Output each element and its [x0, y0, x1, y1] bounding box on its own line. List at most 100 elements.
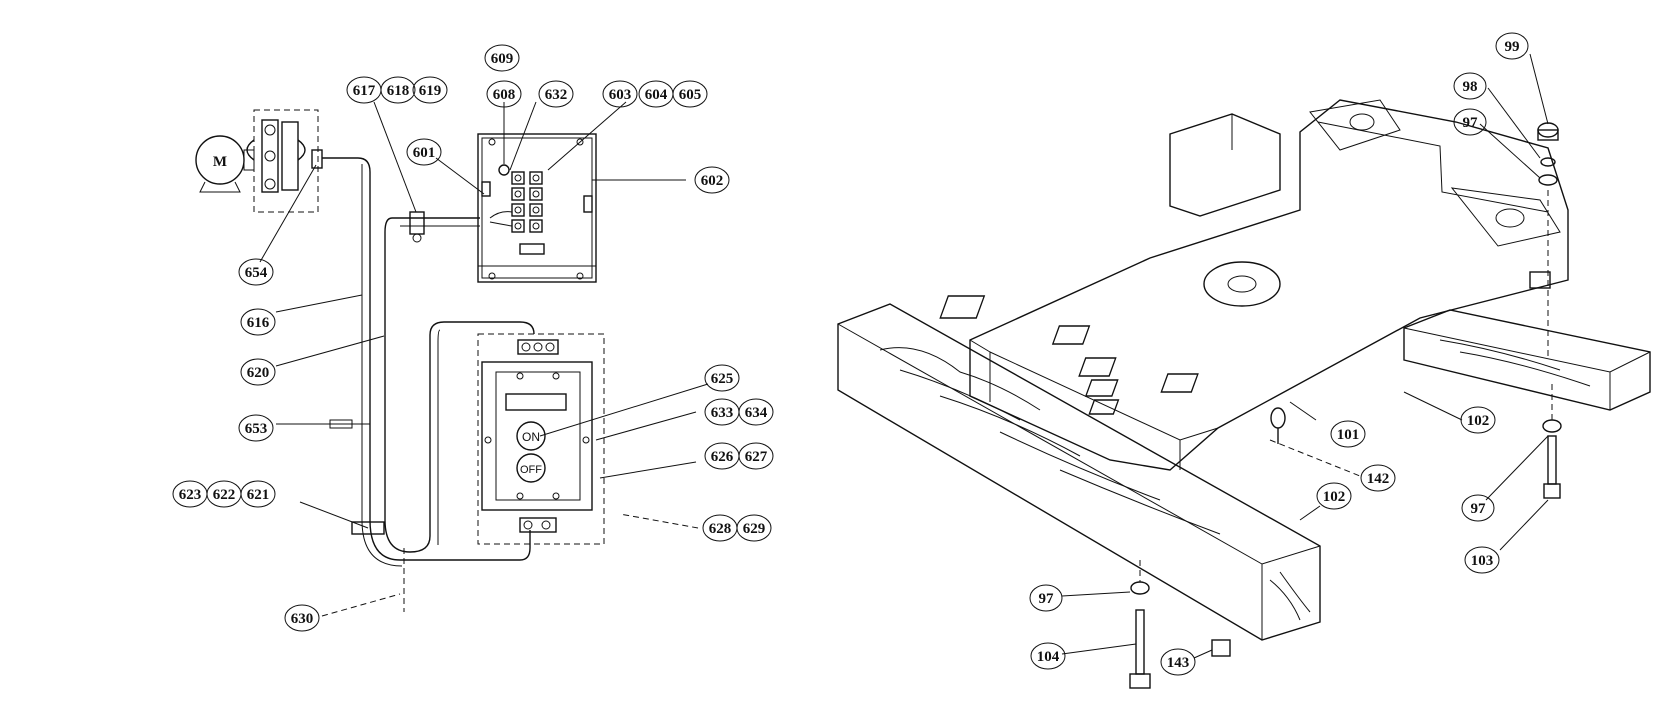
- switch-off-button: [516, 453, 546, 483]
- svg-text:98: 98: [1463, 79, 1478, 95]
- right-wooden-block: [1403, 309, 1651, 411]
- svg-text:620: 620: [247, 365, 270, 381]
- callout-630: 630: [284, 604, 320, 632]
- svg-text:99: 99: [1505, 39, 1520, 55]
- svg-text:617: 617: [353, 83, 376, 99]
- callout-605: 605: [672, 80, 708, 108]
- motor-label: M: [213, 154, 227, 170]
- svg-text:633: 633: [711, 405, 734, 421]
- washer-97: [1538, 174, 1558, 186]
- svg-text:626: 626: [711, 449, 734, 465]
- cable-clamp: [409, 211, 425, 235]
- bed-plate-center-hole: [1203, 261, 1281, 307]
- svg-text:602: 602: [701, 173, 724, 189]
- wiring-diagram: M: [172, 44, 774, 632]
- right-leader-lines: [1061, 53, 1549, 659]
- svg-text:103: 103: [1471, 553, 1494, 569]
- callout-616: 616: [240, 308, 276, 336]
- svg-text:629: 629: [743, 521, 766, 537]
- callout-608: 608: [486, 80, 522, 108]
- callout-618: 618: [380, 76, 416, 104]
- leader-lines: [259, 101, 709, 617]
- svg-text:603: 603: [609, 87, 632, 103]
- svg-text:608: 608: [493, 87, 516, 103]
- svg-text:625: 625: [711, 371, 734, 387]
- svg-text:601: 601: [413, 145, 436, 161]
- callout-625: 625: [704, 364, 740, 392]
- svg-text:104: 104: [1037, 649, 1060, 665]
- washer-97-lower: [1542, 419, 1562, 433]
- callout-142: 142: [1360, 464, 1396, 492]
- callout-97-top: 97: [1453, 108, 1487, 136]
- callout-621: 621: [240, 480, 276, 508]
- bed-plate-diagram: 99 98 97 101 142 102 102 97 103 97 104 1…: [837, 32, 1651, 689]
- callout-102-right: 102: [1460, 406, 1496, 434]
- callout-102-front: 102: [1316, 482, 1352, 510]
- svg-text:618: 618: [387, 83, 410, 99]
- svg-text:142: 142: [1367, 471, 1390, 487]
- washer-97-front: [1130, 581, 1150, 595]
- svg-text:97: 97: [1039, 591, 1055, 607]
- svg-text:632: 632: [545, 87, 568, 103]
- callout-602: 602: [694, 166, 730, 194]
- cable-620: [384, 217, 411, 553]
- svg-text:634: 634: [745, 405, 768, 421]
- svg-text:97: 97: [1471, 501, 1487, 517]
- callout-99: 99: [1495, 32, 1529, 60]
- spring-washer-98: [1540, 157, 1556, 167]
- rear-wooden-block: [1169, 113, 1281, 217]
- svg-text:604: 604: [645, 87, 668, 103]
- switch-on-button: [516, 421, 546, 451]
- svg-text:653: 653: [245, 421, 268, 437]
- svg-text:101: 101: [1337, 427, 1360, 443]
- callout-654: 654: [238, 258, 274, 286]
- bolt-103: [1547, 435, 1557, 485]
- callout-627: 627: [738, 442, 774, 470]
- callout-653: 653: [238, 414, 274, 442]
- callout-98: 98: [1453, 72, 1487, 100]
- callout-103: 103: [1464, 546, 1500, 574]
- switch-panel: ON OFF: [477, 333, 605, 545]
- svg-text:621: 621: [247, 487, 270, 503]
- svg-text:628: 628: [709, 521, 732, 537]
- svg-text:102: 102: [1323, 489, 1346, 505]
- cable-clamp-lower: [351, 521, 385, 535]
- svg-text:102: 102: [1467, 413, 1490, 429]
- bolt-104: [1135, 609, 1145, 675]
- svg-text:619: 619: [419, 83, 442, 99]
- pin-101: [1270, 407, 1286, 429]
- callout-632: 632: [538, 80, 574, 108]
- switch-off-label: OFF: [520, 464, 542, 476]
- svg-text:616: 616: [247, 315, 270, 331]
- junction-box: [477, 133, 597, 283]
- svg-text:630: 630: [291, 611, 314, 627]
- front-wooden-block: [837, 303, 1321, 641]
- screw-143: [1211, 639, 1231, 657]
- cable-616: [322, 157, 531, 561]
- callout-617: 617: [346, 76, 382, 104]
- bed-plate: [939, 99, 1569, 471]
- callout-601: 601: [406, 138, 442, 166]
- callout-620: 620: [240, 358, 276, 386]
- svg-text:605: 605: [679, 87, 702, 103]
- svg-text:97: 97: [1463, 115, 1479, 131]
- terminal-strip: [511, 171, 545, 255]
- callout-143: 143: [1160, 648, 1196, 676]
- callout-626: 626: [704, 442, 740, 470]
- callout-97-front: 97: [1029, 584, 1063, 612]
- cable-switch-loop: [409, 321, 535, 553]
- callout-622: 622: [206, 480, 242, 508]
- svg-text:609: 609: [491, 51, 514, 67]
- callout-628: 628: [702, 514, 738, 542]
- callout-634: 634: [738, 398, 774, 426]
- svg-text:627: 627: [745, 449, 768, 465]
- callout-633: 633: [704, 398, 740, 426]
- motor: M: [195, 135, 255, 193]
- svg-text:623: 623: [179, 487, 202, 503]
- callout-101: 101: [1330, 420, 1366, 448]
- callout-603: 603: [602, 80, 638, 108]
- callout-619: 619: [412, 76, 448, 104]
- svg-text:654: 654: [245, 265, 268, 281]
- callout-623: 623: [172, 480, 208, 508]
